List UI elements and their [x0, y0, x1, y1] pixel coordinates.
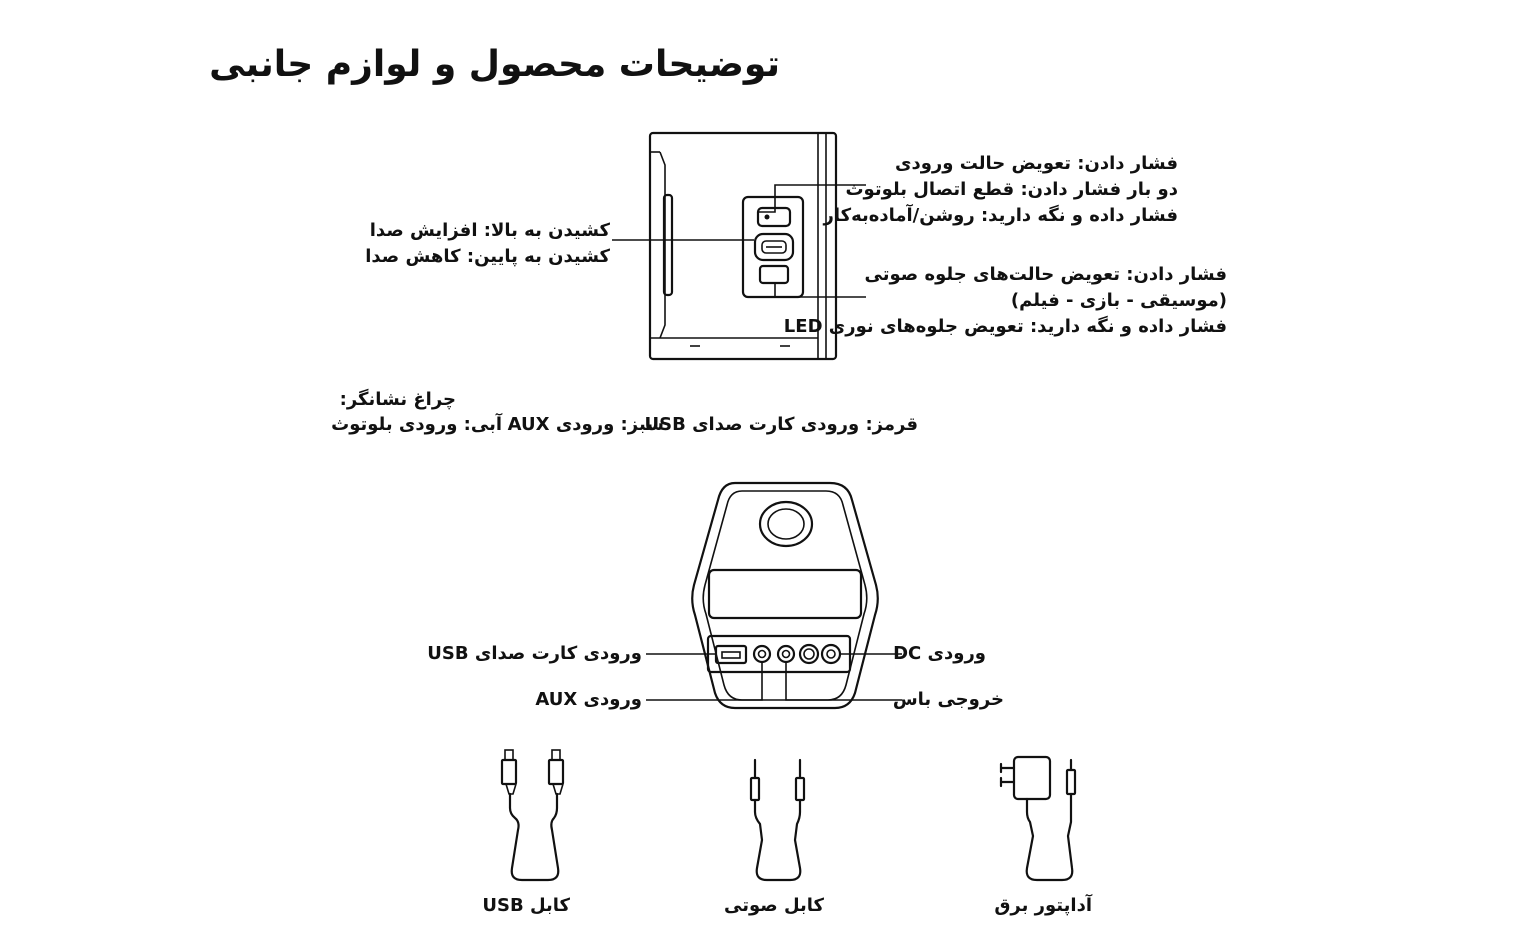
usb-cable-drawing — [500, 749, 565, 882]
mode-button — [756, 206, 792, 228]
audio-cable-drawing — [749, 758, 806, 882]
volume-up-text: کشیدن به بالا: افزایش صدا — [369, 220, 610, 241]
volume-down-text: کشیدن به پایین: کاهش صدا — [365, 246, 610, 267]
page-title: توضیحات محصول و لوازم جانبی — [209, 44, 780, 85]
adapter-label: آداپتور برق — [994, 895, 1092, 916]
volume-rocker — [753, 232, 795, 262]
bass-out-port — [776, 644, 796, 664]
volume-rocker-description: کشیدن به بالا: افزایش صدا کشیدن به پایین… — [365, 218, 610, 270]
speaker-side-view — [612, 131, 866, 361]
mode-double-press-text: دو بار فشار دادن: قطع اتصال بلوتوث — [845, 179, 1178, 200]
indicator-heading: چراغ نشانگر: — [339, 389, 456, 410]
effect-press-text: فشار دادن: تعویض حالت‌های جلوه صوتی — [864, 264, 1227, 285]
aux-port — [752, 644, 772, 664]
audio-cable-label: کابل صوتی — [724, 895, 824, 916]
speaker-back-view — [646, 481, 902, 710]
effect-button — [758, 264, 790, 285]
mode-button-description: فشار دادن: تعویض حالت ورودی دو بار فشار … — [823, 151, 1178, 229]
control-panel — [741, 195, 805, 299]
dc-port — [820, 643, 842, 665]
usb-cable-label: کابل USB — [482, 895, 570, 916]
indicator-red: قرمز: ورودی کارت صدای USB — [644, 414, 918, 435]
mode-press-text: فشار دادن: تعویض حالت ورودی — [894, 153, 1178, 174]
mode-hold-text: فشار داده و نگه دارید: روشن/آماده‌به‌کار — [823, 205, 1178, 226]
adapter-drawing — [999, 755, 1077, 882]
dc-input-label: ورودی DC — [893, 643, 986, 664]
aux-input-label: ورودی AUX — [535, 689, 642, 710]
usb-port — [714, 644, 748, 665]
indicator-blue: آبی: ورودی بلوتوث — [331, 414, 502, 435]
indicator-green: سبز: ورودی AUX — [507, 414, 664, 435]
bass-output-label: خروجی باس — [892, 689, 1004, 710]
effect-modes-text: (موسیقی - بازی - فیلم) — [1010, 290, 1227, 311]
usb-input-label: ورودی کارت صدای USB — [427, 643, 642, 664]
indicator-led — [764, 214, 770, 220]
effect-button-description: فشار دادن: تعویض حالت‌های جلوه صوتی (موس… — [784, 262, 1227, 340]
effect-hold-text: فشار داده و نگه دارید: تعویض جلوه‌های نو… — [783, 316, 1227, 337]
